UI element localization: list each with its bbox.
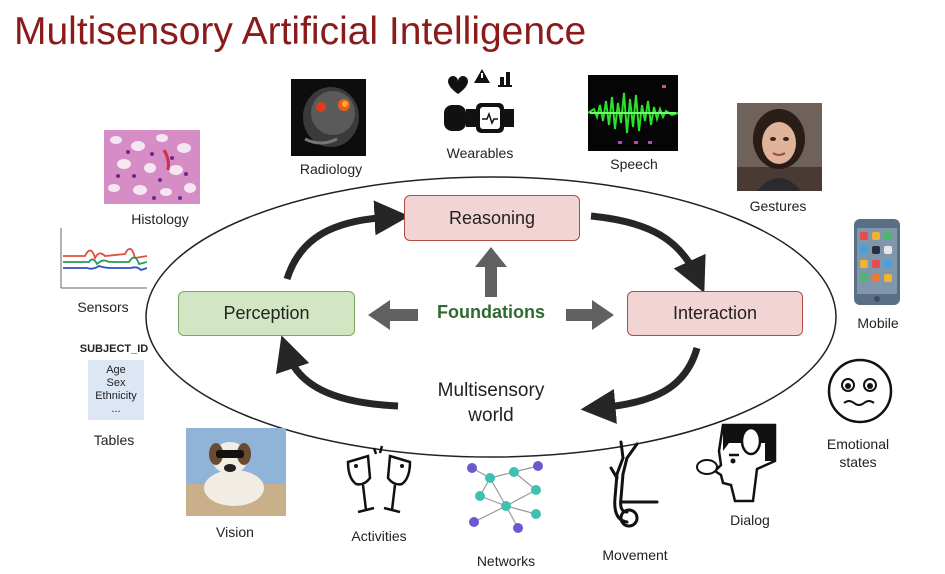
speech-label: Speech (610, 156, 658, 172)
tables-label: Tables (93, 432, 135, 448)
emotional-face-icon (827, 358, 893, 424)
networks-label: Networks (476, 553, 536, 569)
table-row-age: Age (106, 364, 126, 376)
cycle-arrow-interaction-to-world (580, 346, 701, 424)
activities-cheers-icon (346, 445, 412, 514)
wearables-label: Wearables (446, 145, 514, 161)
speech-spectrogram (588, 75, 678, 151)
world-line-1: Multisensory (437, 380, 545, 401)
movement-figure-icon (609, 440, 659, 528)
wearables-icon (444, 69, 514, 133)
gestures-photo (737, 103, 822, 191)
dialog-label: Dialog (730, 512, 770, 528)
activities-label: Activities (351, 528, 407, 544)
foundations-label: Foundations (437, 302, 545, 322)
vision-label: Vision (216, 524, 254, 540)
mobile-label: Mobile (857, 315, 899, 331)
page-title: Multisensory Artificial Intelligence (14, 10, 587, 53)
sensors-label: Sensors (77, 299, 129, 315)
foundations-arrow-right (566, 300, 614, 330)
cycle-arrow-perception-to-reasoning (283, 200, 410, 281)
interaction-box: Interaction (627, 291, 803, 336)
world-ellipse (145, 176, 837, 458)
table-card-header: SUBJECT_ID (79, 343, 149, 355)
histology-image (104, 130, 200, 204)
table-card: Age Sex Ethnicity ... (88, 360, 144, 420)
histology-label: Histology (131, 211, 189, 227)
movement-label: Movement (602, 547, 668, 563)
mobile-phone-icon (854, 219, 900, 305)
foundations-arrow-up (475, 247, 507, 297)
foundations-arrow-left (368, 300, 418, 330)
cycle-arrow-world-to-perception (275, 335, 399, 410)
table-row-ellipsis: ... (111, 403, 121, 415)
emotional-states-label: Emotional states (818, 435, 898, 471)
sensors-chart (60, 228, 147, 289)
radiology-image (291, 79, 366, 156)
dialog-face-icon (696, 423, 777, 503)
reasoning-box: Reasoning (404, 195, 580, 241)
emotional-label-line-1: Emotional (826, 436, 890, 452)
world-line-2: world (468, 405, 514, 426)
multisensory-world-label: Multisensory world (420, 378, 562, 428)
networks-graph-icon (467, 461, 543, 533)
table-row-sex: Sex (106, 377, 126, 389)
emotional-label-line-2: states (839, 454, 877, 470)
cycle-arrow-reasoning-to-interaction (590, 212, 706, 293)
vision-photo (186, 428, 286, 516)
radiology-label: Radiology (299, 161, 363, 177)
gestures-label: Gestures (749, 198, 807, 214)
table-row-ethnicity: Ethnicity (95, 390, 137, 402)
perception-box: Perception (178, 291, 355, 336)
